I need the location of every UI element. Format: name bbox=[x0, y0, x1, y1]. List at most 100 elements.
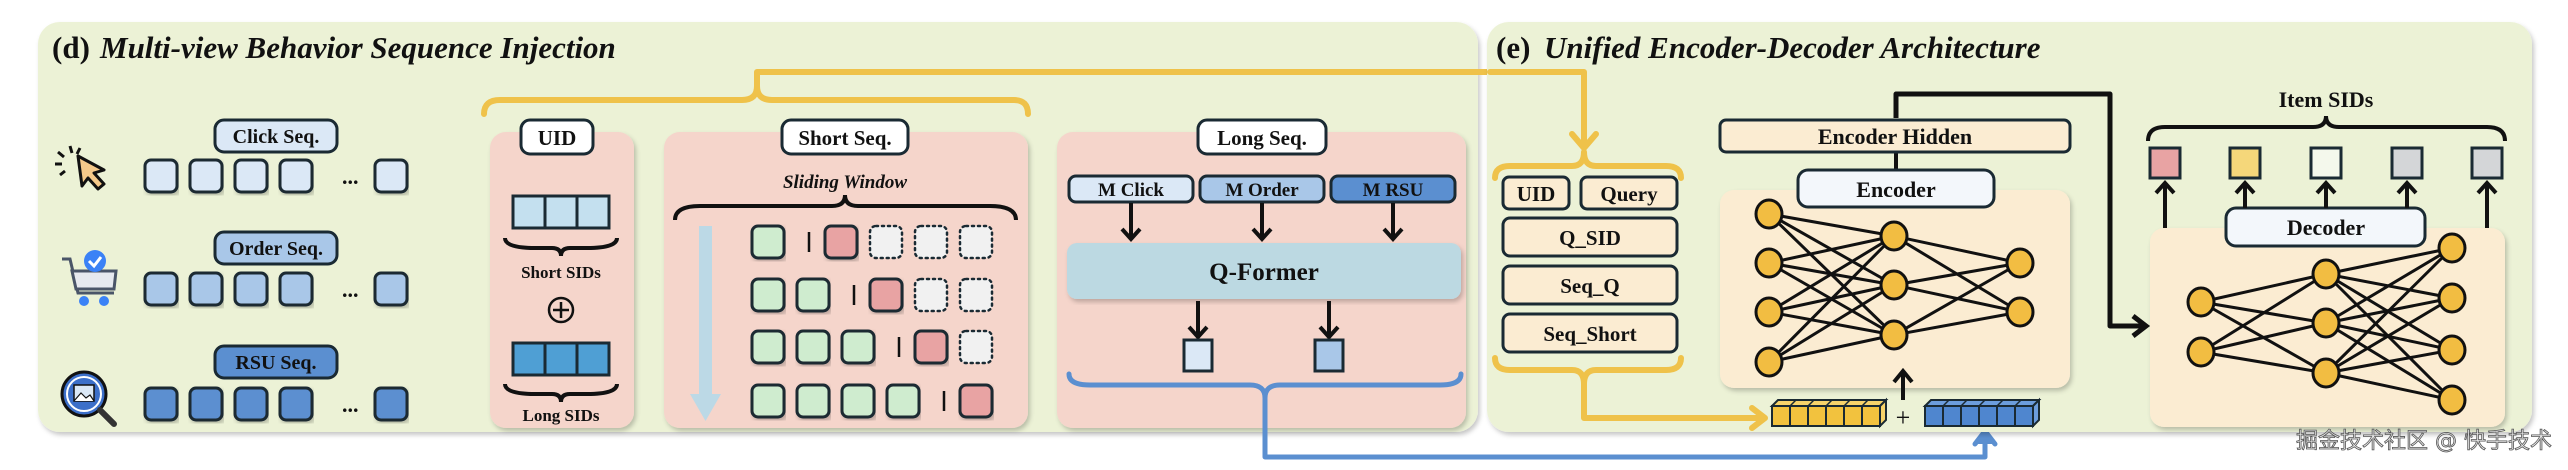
embedding-plus-symbol: + bbox=[1896, 403, 1911, 432]
item-sid-tokens bbox=[2148, 146, 2504, 228]
window-row-4 bbox=[750, 383, 994, 419]
network-edge bbox=[1768, 283, 1895, 364]
qformer-output-token-2 bbox=[1313, 338, 1345, 373]
long-sids-brace bbox=[503, 383, 619, 403]
network-node bbox=[1879, 220, 1909, 252]
input-query-box bbox=[1579, 175, 1679, 211]
input-uid-box bbox=[1501, 175, 1571, 211]
history-item bbox=[840, 329, 876, 365]
panel-e-title: Unified Encoder-Decoder Architecture bbox=[1544, 30, 2041, 65]
network-edge bbox=[2324, 246, 2454, 375]
network-edge bbox=[2200, 350, 2327, 375]
future-item-placeholder bbox=[958, 277, 994, 313]
sequence-row-3: RSU Seq.... bbox=[60, 344, 409, 427]
network-edge bbox=[1768, 333, 1895, 364]
decoder-network bbox=[2186, 232, 2467, 416]
m-click-label: M Click bbox=[1098, 180, 1164, 201]
history-item bbox=[750, 329, 786, 365]
target-item bbox=[868, 277, 904, 313]
network-edge bbox=[1768, 234, 1895, 314]
yellow-connector-overlay bbox=[1487, 69, 1768, 431]
network-node bbox=[2186, 286, 2216, 318]
network-edges bbox=[2200, 246, 2454, 402]
item-sid-token bbox=[2228, 146, 2262, 180]
sequence-item bbox=[188, 271, 224, 307]
panel-d-title: Multi-view Behavior Sequence Injection bbox=[99, 30, 616, 65]
long-seq-title: Long Seq. bbox=[1217, 126, 1307, 150]
m-rsu-label: M RSU bbox=[1363, 180, 1424, 201]
history-item bbox=[750, 224, 786, 260]
history-item bbox=[885, 383, 921, 419]
encoder-title-box bbox=[1796, 168, 1996, 209]
input-seq-short-box bbox=[1501, 312, 1679, 354]
window-row-3 bbox=[750, 329, 994, 365]
m-order-box: M Order bbox=[1198, 174, 1326, 204]
blue-connector bbox=[1066, 371, 1998, 460]
history-item bbox=[750, 383, 786, 419]
sequence-ellipsis: ... bbox=[342, 277, 359, 302]
cursor-click-icon bbox=[55, 145, 106, 191]
short-seq-box: Short Seq. Sliding Window bbox=[664, 118, 1028, 428]
long-seq-title-box bbox=[1196, 118, 1328, 156]
input-seq-q-box bbox=[1501, 264, 1679, 306]
sequence-label: Order Seq. bbox=[229, 238, 323, 260]
sequence-item bbox=[278, 158, 314, 194]
network-node bbox=[1754, 346, 1784, 378]
sliding-window-label: Sliding Window bbox=[783, 172, 907, 193]
sliding-window-grid bbox=[750, 224, 994, 419]
qformer-block bbox=[1067, 243, 1461, 299]
sequence-label: RSU Seq. bbox=[235, 352, 316, 374]
future-item-placeholder bbox=[958, 224, 994, 260]
network-edge bbox=[1768, 212, 1895, 238]
network-node bbox=[2311, 258, 2341, 290]
network-node bbox=[2005, 247, 2035, 279]
watermark: 掘金技术社区 @ 快手技术 bbox=[2296, 429, 2552, 454]
short-seq-title: Short Seq. bbox=[798, 126, 891, 150]
network-edge bbox=[1893, 261, 2021, 287]
sequence-label-box bbox=[213, 344, 339, 380]
network-edge bbox=[2200, 321, 2327, 354]
short-seq-title-box bbox=[780, 118, 910, 156]
history-item bbox=[795, 277, 831, 313]
network-edge bbox=[2325, 371, 2453, 402]
target-item bbox=[958, 383, 994, 419]
network-edge bbox=[1767, 234, 1896, 364]
sequence-item bbox=[188, 158, 224, 194]
network-edge bbox=[1893, 310, 2021, 337]
sequence-item bbox=[188, 386, 224, 422]
network-edge bbox=[2325, 246, 2453, 276]
sequence-row-1: Click Seq.... bbox=[55, 118, 409, 194]
uid-title: UID bbox=[538, 126, 577, 150]
window-row-1 bbox=[750, 224, 994, 260]
m-order-label: M Order bbox=[1225, 180, 1299, 201]
slide-direction-arrow bbox=[690, 226, 721, 421]
history-item bbox=[750, 277, 786, 313]
sequence-item bbox=[278, 271, 314, 307]
sequence-item bbox=[233, 158, 269, 194]
query-side-embeddings bbox=[1769, 397, 1889, 429]
encoder-block: Encoder Hidden Encoder bbox=[1718, 118, 2072, 400]
network-node bbox=[2186, 336, 2216, 368]
network-node bbox=[2311, 357, 2341, 389]
concat-plus-cross bbox=[553, 302, 569, 318]
future-item-placeholder bbox=[868, 224, 904, 260]
network-node bbox=[1754, 296, 1784, 328]
input-seq-q-label: Seq_Q bbox=[1560, 274, 1620, 298]
sequence-row-2: Order Seq.... bbox=[62, 230, 409, 307]
sequence-ellipsis: ... bbox=[342, 164, 359, 189]
input-q-sid-box bbox=[1501, 216, 1679, 258]
sequence-ellipsis: ... bbox=[342, 392, 359, 417]
sequence-label: Click Seq. bbox=[233, 126, 320, 148]
network-edge bbox=[2200, 272, 2327, 354]
item-sid-token bbox=[2148, 146, 2182, 180]
uid-title-box bbox=[519, 118, 595, 156]
input-q-sid-label: Q_SID bbox=[1559, 226, 1621, 250]
encoder-hidden-label: Encoder Hidden bbox=[1818, 124, 1972, 149]
m-click-box: M Click bbox=[1067, 174, 1195, 204]
target-item bbox=[823, 224, 859, 260]
inputs-top-brace bbox=[1492, 149, 1684, 181]
input-uid-label: UID bbox=[1517, 182, 1556, 206]
sequence-item bbox=[373, 271, 409, 307]
network-node bbox=[2311, 307, 2341, 339]
